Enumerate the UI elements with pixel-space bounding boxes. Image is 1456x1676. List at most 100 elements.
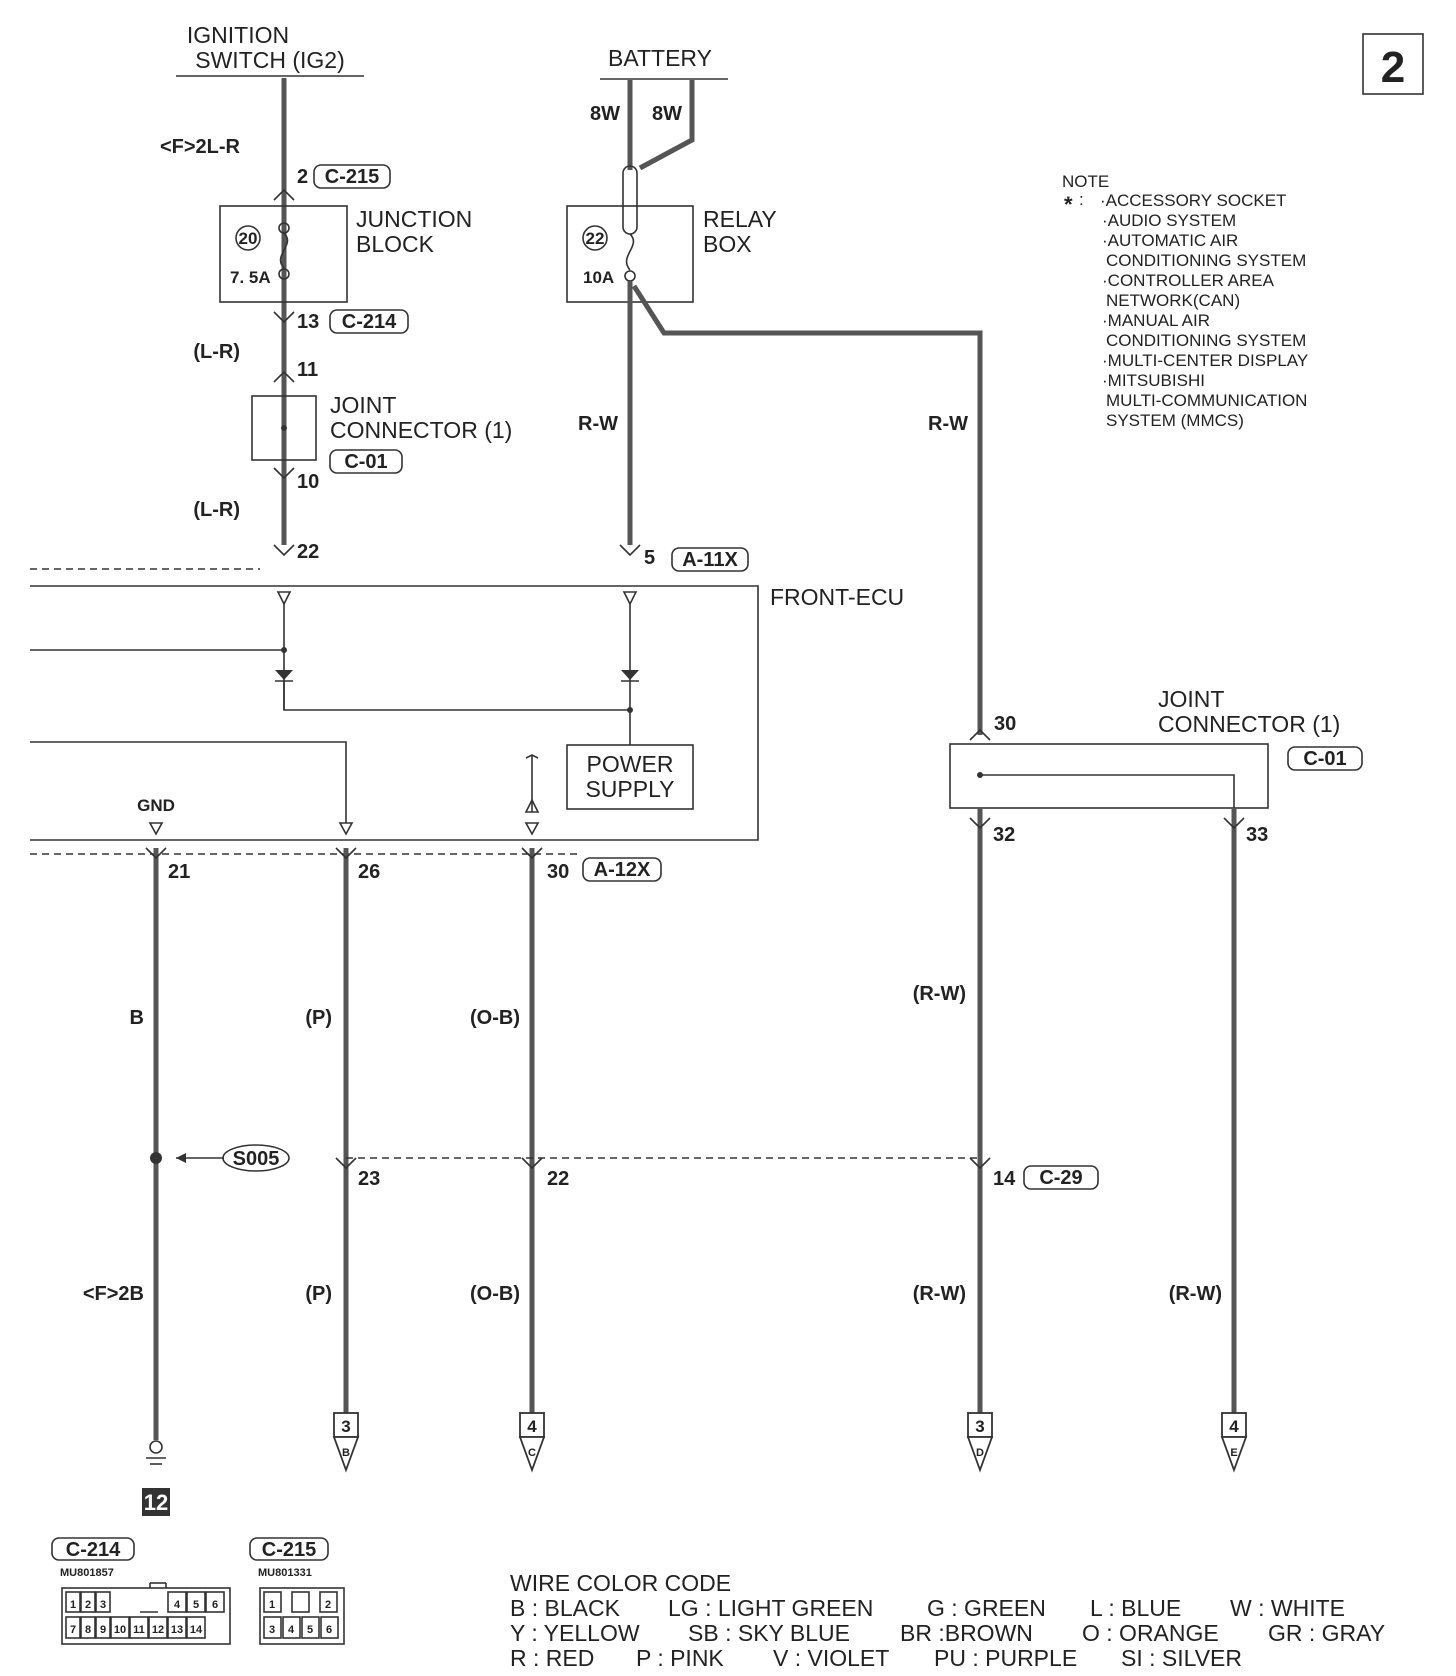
c215-pin: 4 — [288, 1624, 295, 1636]
c215-pin: 1 — [269, 1599, 275, 1611]
offpage-connector-e: 4 E — [1220, 1412, 1248, 1473]
pin-33: 33 — [1246, 824, 1268, 846]
joint-connector-right-label-1: JOINT — [1158, 686, 1224, 712]
battery-wire-2 — [638, 80, 695, 171]
connector-face-c215: C-215 MU801331 1 2 3 4 5 6 — [249, 1537, 345, 1645]
note-line: CONDITIONING SYSTEM — [1106, 331, 1306, 350]
c215-empty-cavity — [291, 1591, 310, 1613]
ecu-pin-30-marker — [524, 822, 540, 836]
front-ecu-box — [30, 585, 759, 841]
jc-left-splice — [281, 425, 287, 431]
pin-22a: 22 — [297, 541, 319, 563]
diode-ig — [275, 670, 293, 680]
pin-32: 32 — [993, 824, 1015, 846]
c214-pin: 5 — [193, 1599, 199, 1611]
junction-block-box — [219, 205, 348, 303]
offpage-b-letter: B — [342, 1447, 350, 1459]
jc-left-top-chevron — [273, 370, 295, 383]
offpage-b-num: 3 — [341, 1417, 350, 1436]
wire-color-lr-1: (L-R) — [193, 341, 240, 363]
c215-pin: 5 — [307, 1624, 313, 1636]
junction-block-label-1: JUNCTION — [356, 206, 472, 232]
c214-pin: 6 — [212, 1599, 218, 1611]
pin-23-chevron — [335, 1157, 357, 1170]
c214-row2: 7 8 9 10 11 12 13 14 — [65, 1616, 206, 1639]
note-line: ·ACCESSORY SOCKET — [1100, 191, 1286, 210]
note-line: ·MITSUBISHI — [1102, 371, 1205, 390]
legend-entry: W : WHITE — [1230, 1595, 1345, 1621]
jb-fuse-symbol — [279, 232, 289, 269]
legend-entry: Y : YELLOW — [510, 1620, 640, 1646]
legend-entry: R : RED — [510, 1645, 594, 1671]
page-number-box — [1362, 33, 1424, 95]
legend-entry: SB : SKY BLUE — [688, 1620, 850, 1646]
front-ecu-label: FRONT-ECU — [770, 584, 904, 610]
note-line: ·AUDIO SYSTEM — [1102, 211, 1236, 230]
rb-fuse-bottom — [624, 270, 636, 282]
c214-chevron — [273, 311, 295, 324]
wire-color-lr-2: (L-R) — [193, 499, 240, 521]
pin-2: 2 — [297, 166, 308, 188]
joint-connector-left-label-2: CONNECTOR (1) — [330, 417, 512, 443]
pin-33-chevron — [1223, 817, 1245, 830]
wire-color-f2b: <F>2B — [83, 1283, 144, 1305]
relay-wire-right — [631, 284, 983, 735]
connector-a11x: A-11X — [682, 549, 738, 571]
offpage-e-num: 4 — [1229, 1417, 1239, 1436]
pin-11: 11 — [297, 359, 318, 381]
wire-color-b: B — [130, 1007, 144, 1029]
rb-fuse-number-circle — [582, 225, 608, 251]
legend-title: WIRE COLOR CODE — [510, 1570, 731, 1596]
c01-right-box — [1287, 746, 1363, 771]
offpage-d-letter: D — [976, 1447, 984, 1459]
ecu-pin-5-marker — [622, 591, 638, 606]
jc-right-top-chevron — [969, 728, 991, 741]
relay-box-label-1: RELAY — [703, 206, 777, 232]
jb-fuse-number: 20 — [239, 229, 258, 248]
rb-fuse-rating: 10A — [583, 268, 614, 287]
wire-color-rw-1: R-W — [578, 413, 618, 435]
jc-left-bottom-chevron — [273, 467, 295, 480]
ecu-pin-22-marker — [276, 591, 292, 606]
jb-fuse-bottom — [278, 268, 290, 280]
c214-row1: 1 2 3 4 5 6 — [65, 1591, 225, 1613]
rb-fuse-number: 22 — [586, 229, 605, 248]
ecu-can-marker-up — [524, 798, 540, 813]
pin-14: 14 — [993, 1168, 1016, 1190]
diode-or-line — [283, 681, 630, 711]
ecu-pin-26-line — [30, 741, 347, 823]
c215-pin: 6 — [326, 1624, 332, 1636]
jb-fuse-number-circle — [235, 225, 261, 251]
pin-5: 5 — [644, 547, 655, 569]
joint-connector-right-box — [949, 743, 1269, 809]
splice-ellipse — [222, 1144, 290, 1172]
c214-pin: 4 — [174, 1599, 181, 1611]
note-line: ·CONTROLLER AREA — [1102, 271, 1275, 290]
offpage-c-letter: C — [528, 1447, 536, 1459]
splice-label: S005 — [233, 1148, 280, 1170]
c214-pin: 9 — [100, 1624, 106, 1636]
c215-pin: 2 — [325, 1599, 331, 1611]
pin-13: 13 — [297, 311, 319, 333]
jc-right-splice — [977, 772, 983, 778]
jb-fuse-rating: 7. 5A — [230, 268, 271, 287]
pin-26-chevron — [335, 847, 357, 860]
offpage-c-num: 4 — [527, 1417, 537, 1436]
wire-color-ob-1: (O-B) — [470, 1007, 520, 1029]
battery-8w-2: 8W — [652, 103, 682, 125]
c214-pin: 3 — [100, 1599, 106, 1611]
connector-face-c214: C-214 MU801857 1 2 3 4 5 6 7 8 9 10 11 1… — [51, 1537, 231, 1645]
power-supply-label-1: POWER — [587, 751, 674, 777]
c215-face-label: C-215 — [262, 1539, 316, 1561]
joint-connector-left-label-1: JOINT — [330, 392, 396, 418]
pin-26: 26 — [358, 861, 380, 883]
c215-row1: 1 2 — [263, 1591, 338, 1613]
pin-21: 21 — [168, 861, 190, 883]
c214-pin: 11 — [133, 1624, 145, 1636]
diode-bat — [621, 670, 639, 680]
ignition-label-line1: IGNITION — [187, 22, 289, 48]
fusible-link — [622, 165, 638, 235]
legend-entry: B : BLACK — [510, 1595, 621, 1621]
ground-number-box — [142, 1488, 170, 1516]
ground-number: 12 — [144, 1490, 168, 1515]
